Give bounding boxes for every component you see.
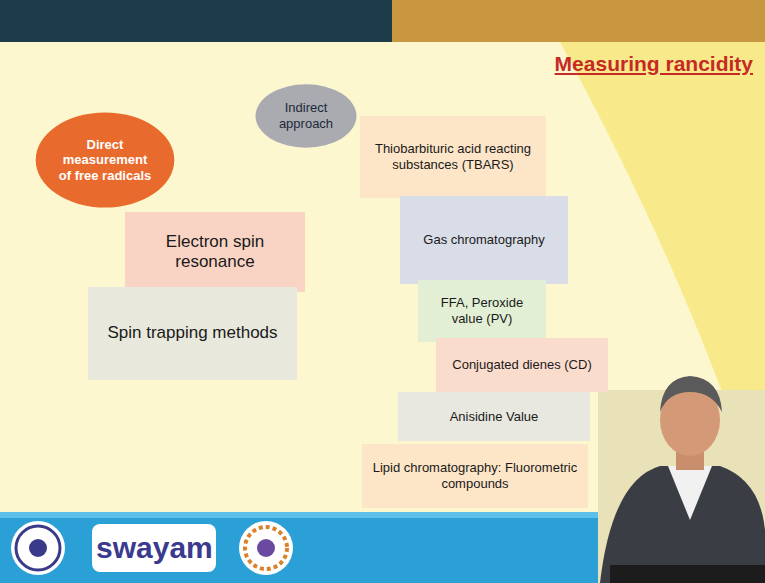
box-text: Thiobarbituric acid reacting substances … bbox=[368, 141, 538, 172]
box-text: Indirect approach bbox=[269, 100, 343, 131]
method-box: Conjugated dienes (CD) bbox=[436, 338, 608, 392]
method-box: Gas chromatography bbox=[400, 196, 568, 284]
box-text: Lipid chromatography: Fluorometric compo… bbox=[370, 460, 580, 491]
method-box: FFA, Peroxide value (PV) bbox=[418, 280, 546, 342]
box-text: Direct measurement of free radicals bbox=[57, 137, 153, 184]
slide-title: Measuring rancidity bbox=[555, 52, 753, 76]
method-box: Anisidine Value bbox=[398, 392, 590, 441]
box-text: Anisidine Value bbox=[450, 409, 539, 425]
box-text: Electron spin resonance bbox=[135, 232, 295, 273]
method-ellipse: Direct measurement of free radicals bbox=[35, 112, 175, 208]
box-text: FFA, Peroxide value (PV) bbox=[426, 295, 538, 326]
box-text: Conjugated dienes (CD) bbox=[452, 357, 591, 373]
logo-text: swayam bbox=[96, 531, 213, 565]
box-text: Spin trapping methods bbox=[107, 323, 277, 343]
box-text: Gas chromatography bbox=[423, 232, 544, 248]
method-box: Spin trapping methods bbox=[88, 287, 297, 380]
method-box: Thiobarbituric acid reacting substances … bbox=[360, 116, 546, 198]
approach-ellipse: Indirect approach bbox=[255, 84, 357, 148]
method-box: Lipid chromatography: Fluorometric compo… bbox=[362, 444, 588, 508]
method-box: Electron spin resonance bbox=[125, 212, 305, 292]
